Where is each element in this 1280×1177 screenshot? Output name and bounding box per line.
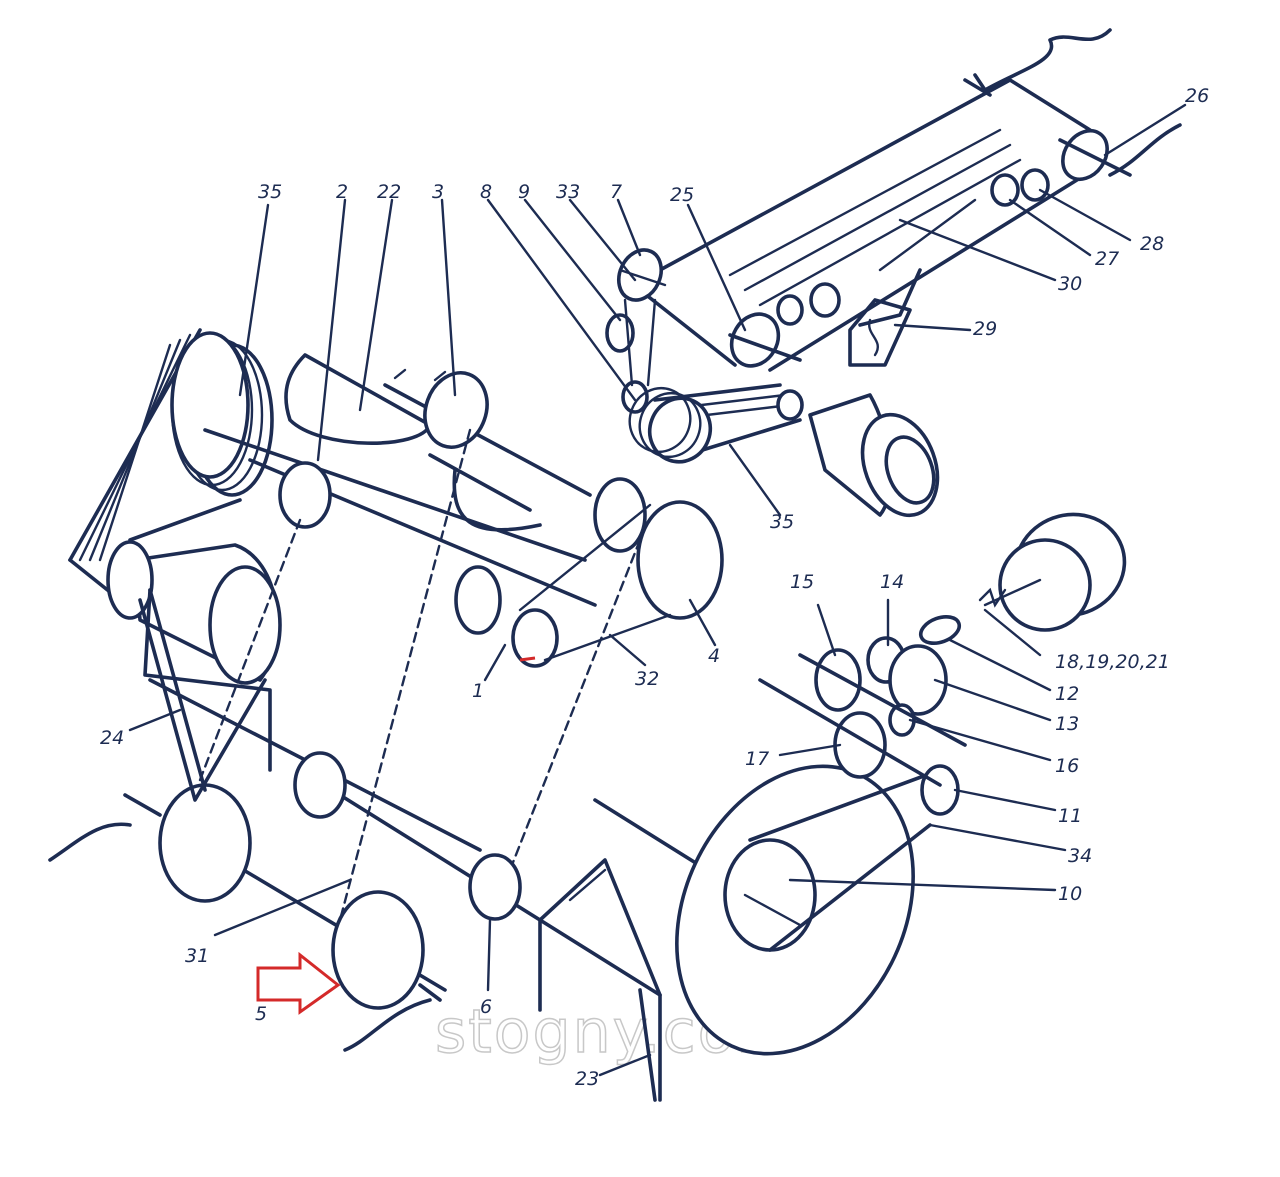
leader-lines — [128, 103, 1187, 1077]
part-labels: 35 2 22 3 8 9 33 7 25 26 28 27 30 29 35 … — [100, 85, 1209, 1090]
label-22: 22 — [377, 181, 401, 203]
label-30: 30 — [1058, 273, 1082, 295]
main-belt-drive — [68, 328, 282, 685]
gear-cluster — [758, 512, 1127, 787]
label-18-19-20-21: 18,19,20,21 — [1055, 651, 1170, 673]
label-9: 9 — [518, 181, 530, 203]
label-4: 4 — [708, 645, 720, 667]
highlight-arrow-5 — [256, 656, 536, 1015]
label-16: 16 — [1055, 755, 1079, 777]
label-17: 17 — [745, 748, 769, 770]
label-14: 14 — [880, 571, 904, 593]
label-35a: 35 — [258, 181, 282, 203]
label-13: 13 — [1055, 713, 1079, 735]
label-12: 12 — [1055, 683, 1079, 705]
label-32: 32 — [635, 668, 659, 690]
upper-pulleys — [198, 353, 724, 922]
conveyor-assembly — [617, 28, 1182, 372]
motor-right — [628, 383, 940, 518]
lower-pulleys — [48, 588, 662, 1102]
label-15: 15 — [790, 571, 814, 593]
label-24: 24 — [100, 727, 124, 749]
label-23: 23 — [575, 1068, 599, 1090]
chain-pulleys — [605, 298, 657, 414]
label-11: 11 — [1058, 805, 1082, 827]
label-2: 2 — [336, 181, 348, 203]
label-5: 5 — [255, 1003, 267, 1025]
label-34: 34 — [1068, 845, 1092, 867]
label-6: 6 — [480, 996, 492, 1018]
label-27: 27 — [1095, 248, 1119, 270]
label-1: 1 — [472, 680, 484, 702]
label-35b: 35 — [770, 511, 794, 533]
label-28: 28 — [1140, 233, 1164, 255]
label-8: 8 — [480, 181, 492, 203]
label-7: 7 — [610, 181, 622, 203]
label-31: 31 — [185, 945, 209, 967]
label-33: 33 — [556, 181, 580, 203]
label-10: 10 — [1058, 883, 1082, 905]
label-25: 25 — [670, 184, 694, 206]
label-29: 29 — [973, 318, 997, 340]
label-26: 26 — [1185, 85, 1209, 107]
label-3: 3 — [432, 181, 444, 203]
